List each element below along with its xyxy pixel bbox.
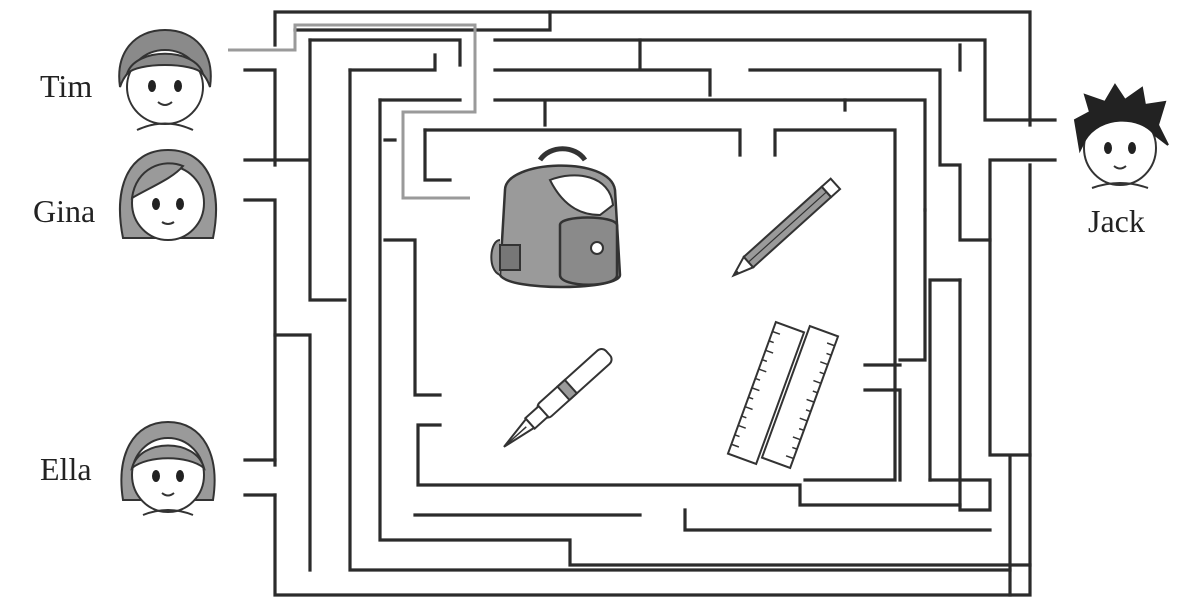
solution-hint-path [228, 23, 477, 200]
jack-face-icon [1073, 83, 1169, 189]
fountain-pen-icon [503, 347, 613, 448]
tim-label: Tim [40, 68, 92, 104]
pencil-icon [731, 177, 842, 278]
tim-face-icon [118, 28, 212, 131]
maze-walls [243, 10, 1057, 597]
backpack-icon [490, 146, 622, 289]
child-ella: Ella [40, 420, 216, 516]
child-gina: Gina [33, 148, 217, 241]
rulers-icon [726, 320, 840, 470]
child-jack: Jack [1073, 83, 1169, 239]
gina-label: Gina [33, 193, 95, 229]
gina-face-icon [119, 148, 217, 241]
ella-label: Ella [40, 451, 92, 487]
jack-label: Jack [1088, 203, 1145, 239]
ella-face-icon [120, 420, 216, 516]
child-tim: Tim [40, 28, 212, 131]
